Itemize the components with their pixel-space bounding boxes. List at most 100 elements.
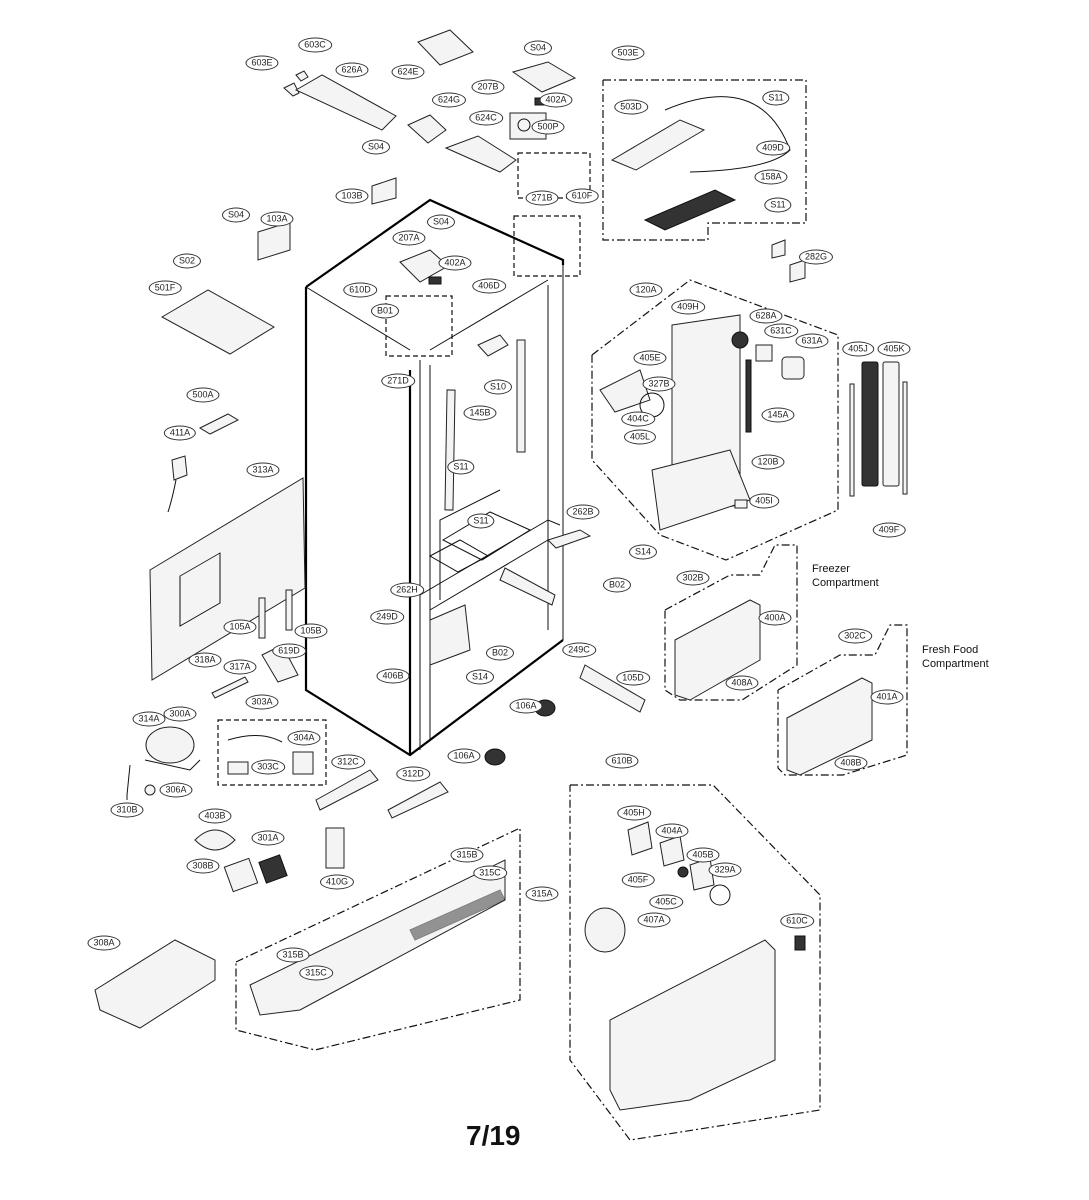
part-label-301a[interactable]: 301A (251, 830, 285, 846)
part-label-619d[interactable]: 619D (272, 643, 306, 659)
part-label-s11[interactable]: S11 (764, 197, 792, 213)
part-label-145a[interactable]: 145A (761, 407, 795, 423)
part-label-315b[interactable]: 315B (450, 847, 484, 863)
part-label-315c[interactable]: 315C (299, 965, 333, 981)
part-label-405e[interactable]: 405E (633, 350, 667, 366)
part-label-s10[interactable]: S10 (483, 379, 513, 395)
part-label-628a[interactable]: 628A (749, 308, 783, 324)
part-label-405c[interactable]: 405C (649, 894, 683, 910)
part-label-271b[interactable]: 271B (525, 190, 559, 206)
part-label-105d[interactable]: 105D (616, 670, 650, 686)
part-label-500a[interactable]: 500A (186, 387, 220, 403)
part-label-329a[interactable]: 329A (708, 862, 742, 878)
part-label-308b[interactable]: 308B (186, 858, 220, 874)
part-label-405l[interactable]: 405L (623, 429, 657, 445)
part-label-313a[interactable]: 313A (246, 462, 280, 478)
part-label-s04[interactable]: S04 (523, 40, 553, 56)
part-label-314a[interactable]: 314A (132, 711, 166, 727)
part-label-s04[interactable]: S04 (426, 214, 456, 230)
part-label-308a[interactable]: 308A (87, 935, 121, 951)
part-label-s04[interactable]: S04 (221, 207, 251, 223)
part-label-105b[interactable]: 105B (294, 623, 328, 639)
part-label-610c[interactable]: 610C (780, 913, 814, 929)
part-label-271d[interactable]: 271D (381, 373, 415, 389)
part-label-300a[interactable]: 300A (163, 706, 197, 722)
part-label-302c[interactable]: 302C (838, 628, 872, 644)
part-label-409h[interactable]: 409H (671, 299, 705, 315)
part-label-315b[interactable]: 315B (276, 947, 310, 963)
part-label-409d[interactable]: 409D (756, 140, 790, 156)
part-label-103b[interactable]: 103B (335, 188, 369, 204)
part-label-318a[interactable]: 318A (188, 652, 222, 668)
part-label-b01[interactable]: B01 (370, 303, 400, 319)
part-label-503e[interactable]: 503E (611, 45, 645, 61)
part-label-405i[interactable]: 405I (749, 493, 779, 509)
part-label-402a[interactable]: 402A (539, 92, 573, 108)
part-label-106a[interactable]: 106A (509, 698, 543, 714)
part-label-408b[interactable]: 408B (834, 755, 868, 771)
part-label-610d[interactable]: 610D (343, 282, 377, 298)
part-label-405h[interactable]: 405H (617, 805, 651, 821)
part-label-306a[interactable]: 306A (159, 782, 193, 798)
part-label-501f[interactable]: 501F (148, 280, 182, 296)
part-label-631a[interactable]: 631A (795, 333, 829, 349)
part-label-631c[interactable]: 631C (764, 323, 798, 339)
part-label-303a[interactable]: 303A (245, 694, 279, 710)
part-label-405j[interactable]: 405J (842, 341, 874, 357)
part-label-b02[interactable]: B02 (602, 577, 632, 593)
part-label-303c[interactable]: 303C (251, 759, 285, 775)
part-label-s02[interactable]: S02 (172, 253, 202, 269)
part-label-312d[interactable]: 312D (396, 766, 430, 782)
part-label-402a[interactable]: 402A (438, 255, 472, 271)
part-label-406b[interactable]: 406B (376, 668, 410, 684)
part-label-103a[interactable]: 103A (260, 211, 294, 227)
part-label-408a[interactable]: 408A (725, 675, 759, 691)
part-label-327b[interactable]: 327B (642, 376, 676, 392)
part-label-304a[interactable]: 304A (287, 730, 321, 746)
part-label-262h[interactable]: 262H (390, 582, 424, 598)
part-label-b02[interactable]: B02 (485, 645, 515, 661)
part-label-120b[interactable]: 120B (751, 454, 785, 470)
part-label-207b[interactable]: 207B (471, 79, 505, 95)
part-label-310b[interactable]: 310B (110, 802, 144, 818)
part-label-624c[interactable]: 624C (469, 110, 503, 126)
part-label-403b[interactable]: 403B (198, 808, 232, 824)
part-label-411a[interactable]: 411A (163, 425, 197, 441)
part-label-410g[interactable]: 410G (319, 874, 355, 890)
part-label-401a[interactable]: 401A (870, 689, 904, 705)
part-label-626a[interactable]: 626A (335, 62, 369, 78)
part-label-262b[interactable]: 262B (566, 504, 600, 520)
part-label-315c[interactable]: 315C (473, 865, 507, 881)
part-label-s14[interactable]: S14 (628, 544, 658, 560)
part-label-409f[interactable]: 409F (872, 522, 906, 538)
part-label-315a[interactable]: 315A (525, 886, 559, 902)
part-label-407a[interactable]: 407A (637, 912, 671, 928)
part-label-405k[interactable]: 405K (877, 341, 911, 357)
part-label-603c[interactable]: 603C (298, 37, 332, 53)
part-label-503d[interactable]: 503D (614, 99, 648, 115)
part-label-500p[interactable]: 500P (531, 119, 565, 135)
part-label-624g[interactable]: 624G (431, 92, 467, 108)
part-label-106a[interactable]: 106A (447, 748, 481, 764)
part-label-249d[interactable]: 249D (370, 609, 404, 625)
part-label-400a[interactable]: 400A (758, 610, 792, 626)
part-label-120a[interactable]: 120A (629, 282, 663, 298)
part-label-s14[interactable]: S14 (465, 669, 495, 685)
part-label-603e[interactable]: 603E (245, 55, 279, 71)
part-label-s11[interactable]: S11 (467, 513, 495, 529)
part-label-s11[interactable]: S11 (447, 459, 475, 475)
part-label-282g[interactable]: 282G (798, 249, 834, 265)
part-label-s04[interactable]: S04 (361, 139, 391, 155)
part-label-404c[interactable]: 404C (621, 411, 655, 427)
part-label-610f[interactable]: 610F (565, 188, 599, 204)
part-label-s11[interactable]: S11 (762, 90, 790, 106)
part-label-158a[interactable]: 158A (754, 169, 788, 185)
part-label-406d[interactable]: 406D (472, 278, 506, 294)
part-label-302b[interactable]: 302B (676, 570, 710, 586)
part-label-404a[interactable]: 404A (655, 823, 689, 839)
part-label-405b[interactable]: 405B (686, 847, 720, 863)
part-label-105a[interactable]: 105A (223, 619, 257, 635)
part-label-317a[interactable]: 317A (223, 659, 257, 675)
part-label-405f[interactable]: 405F (621, 872, 655, 888)
part-label-249c[interactable]: 249C (562, 642, 596, 658)
